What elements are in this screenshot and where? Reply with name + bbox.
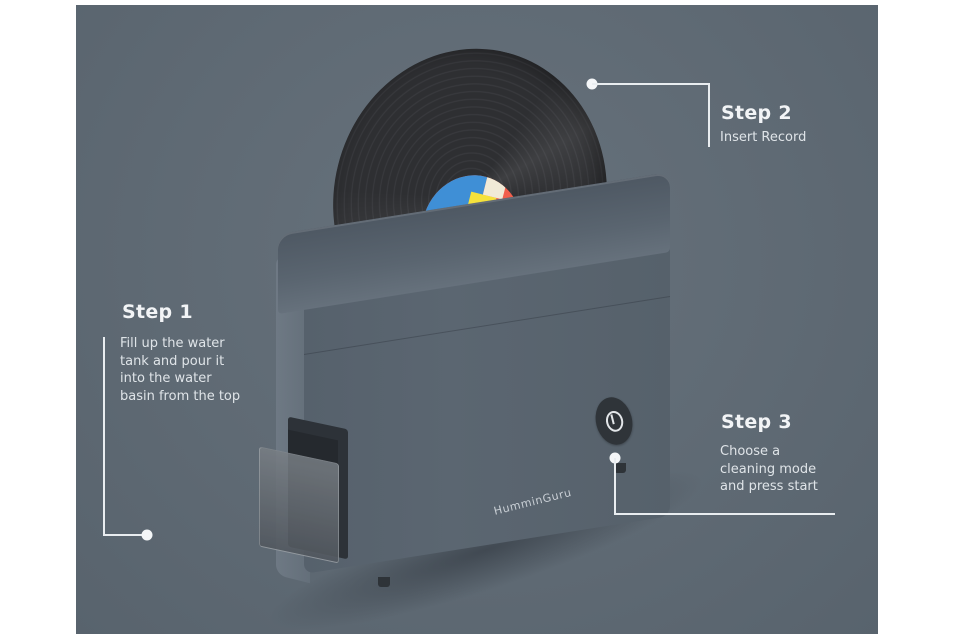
step-1-title: Step 1 [122, 301, 193, 323]
step-1-description: Fill up the water tank and pour it into … [120, 336, 241, 404]
step-3-leader-horizontal [614, 513, 835, 515]
step-2-description: Insert Record [720, 130, 807, 145]
step-1-leader-vertical [103, 337, 105, 536]
product-illustration: HumminGuru Step 1 Fill up the water tank… [76, 5, 878, 634]
step-3-leader-vertical [614, 458, 616, 515]
step-2-title: Step 2 [721, 102, 792, 124]
step-1-leader-horizontal [103, 534, 147, 536]
water-tank [259, 446, 339, 564]
step-1-leader-dot-icon [141, 529, 153, 541]
step-2-leader-vertical [708, 83, 710, 147]
device-foot [614, 463, 626, 473]
step-3-description: Choose a cleaning mode and press start [720, 444, 818, 494]
power-ring-icon [603, 409, 626, 434]
step-2-leader-horizontal [592, 83, 710, 85]
step-3-title: Step 3 [721, 411, 792, 433]
device-foot [378, 577, 390, 587]
